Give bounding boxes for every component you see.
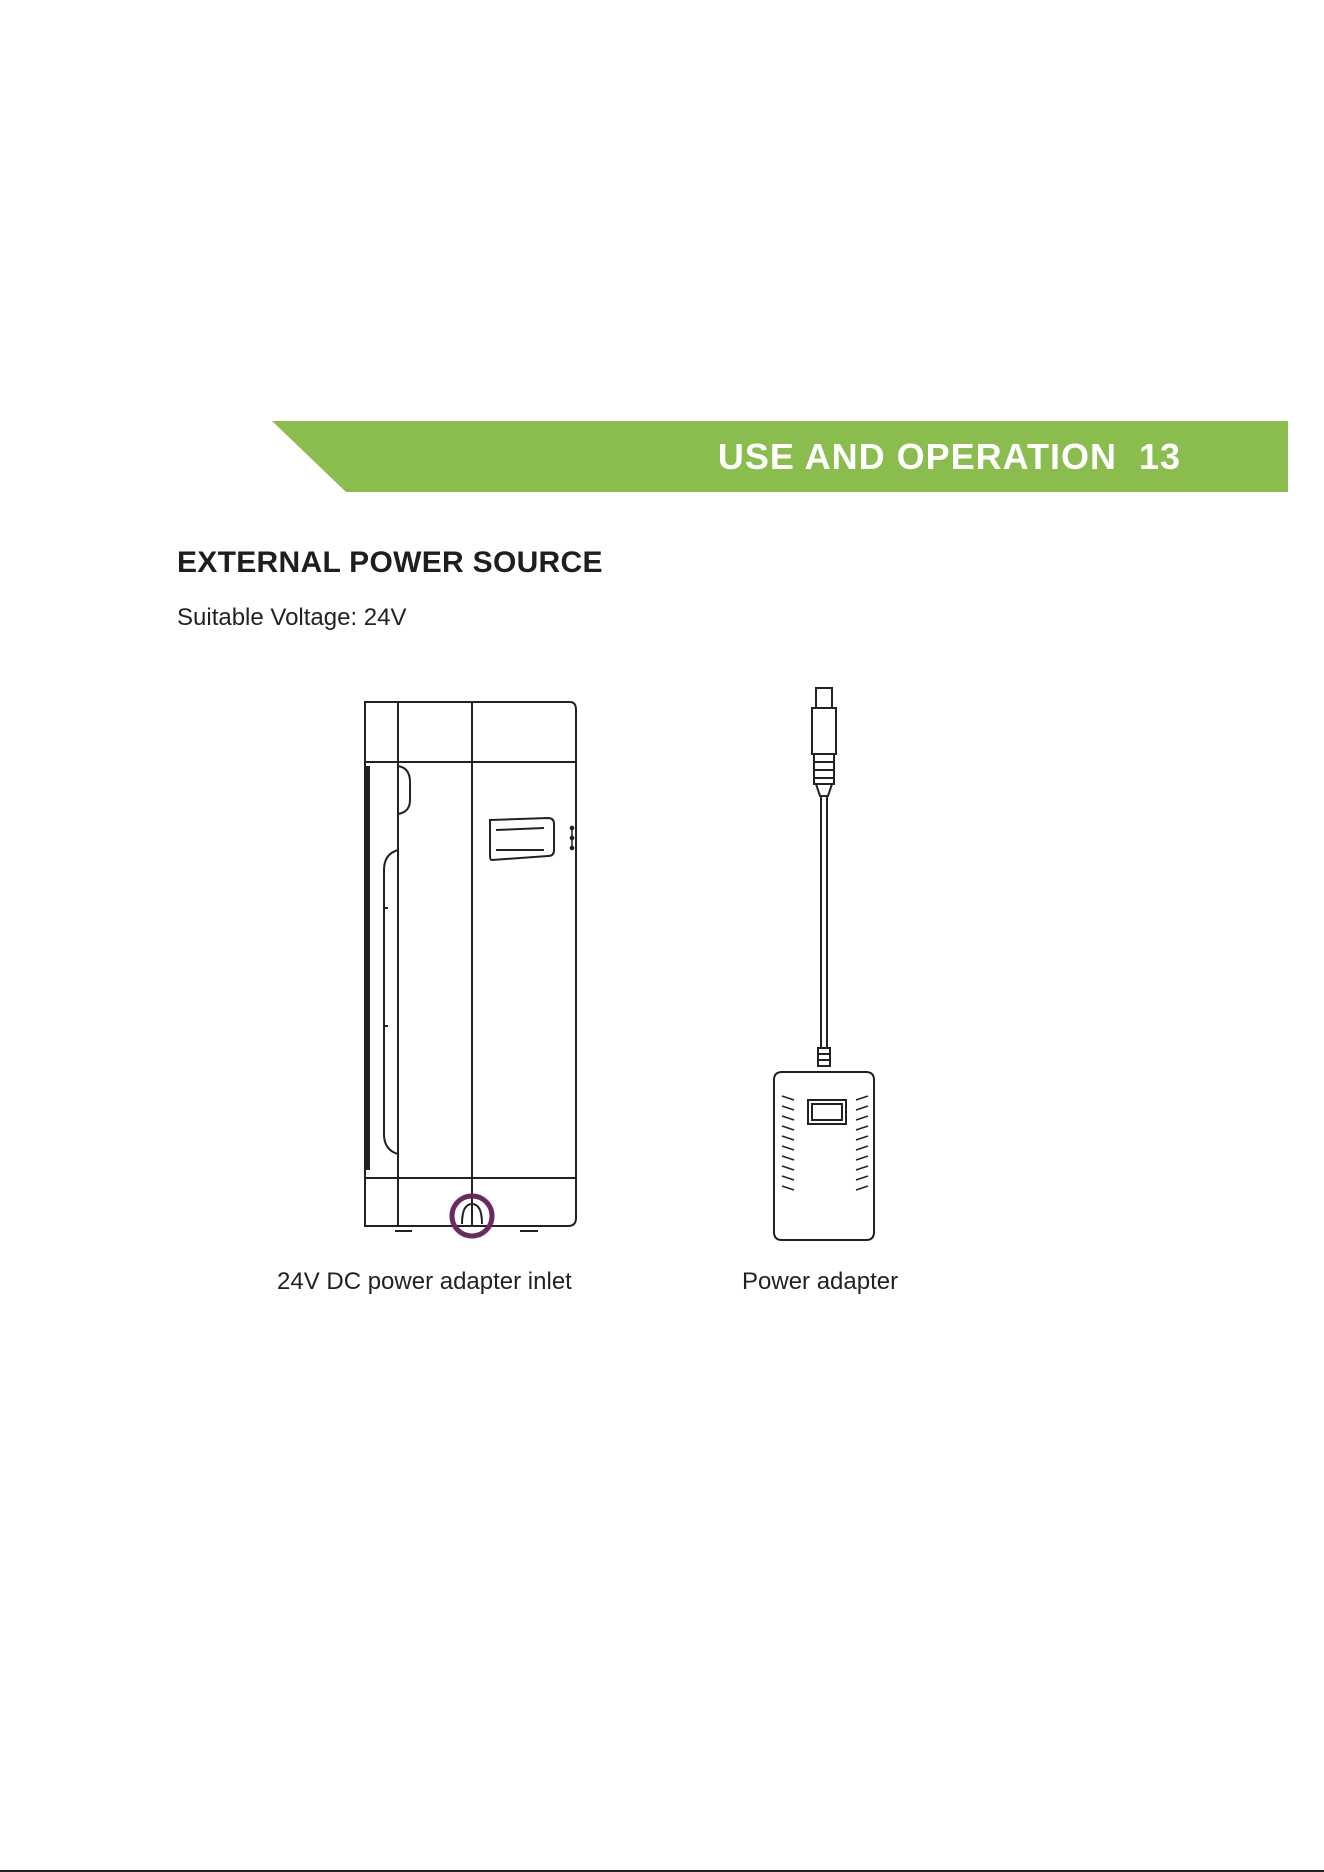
page-number: 13 bbox=[1139, 436, 1181, 477]
side-button-cluster bbox=[570, 826, 573, 850]
dc-plug-connector bbox=[812, 688, 836, 796]
side-panel-strip bbox=[365, 766, 370, 1170]
banner-title: USE AND OPERATION 13 bbox=[718, 421, 1181, 492]
carry-handle bbox=[490, 818, 554, 860]
adapter-cable bbox=[821, 796, 827, 1048]
section-banner: USE AND OPERATION 13 bbox=[272, 421, 1288, 492]
side-recess bbox=[384, 850, 398, 1154]
device-side-illustration bbox=[350, 690, 600, 1240]
device-body-outline bbox=[365, 702, 576, 1226]
section-heading: EXTERNAL POWER SOURCE bbox=[177, 546, 603, 580]
power-adapter-illustration bbox=[760, 680, 890, 1250]
adapter-brick bbox=[774, 1072, 874, 1240]
inlet-caption: 24V DC power adapter inlet bbox=[277, 1268, 572, 1296]
adapter-ventilation bbox=[782, 1096, 868, 1190]
voltage-spec: Suitable Voltage: 24V bbox=[177, 604, 407, 632]
upper-grip bbox=[398, 766, 410, 814]
adapter-caption: Power adapter bbox=[742, 1268, 898, 1296]
section-title: USE AND OPERATION bbox=[718, 436, 1117, 477]
cable-strain-relief bbox=[818, 1048, 830, 1066]
